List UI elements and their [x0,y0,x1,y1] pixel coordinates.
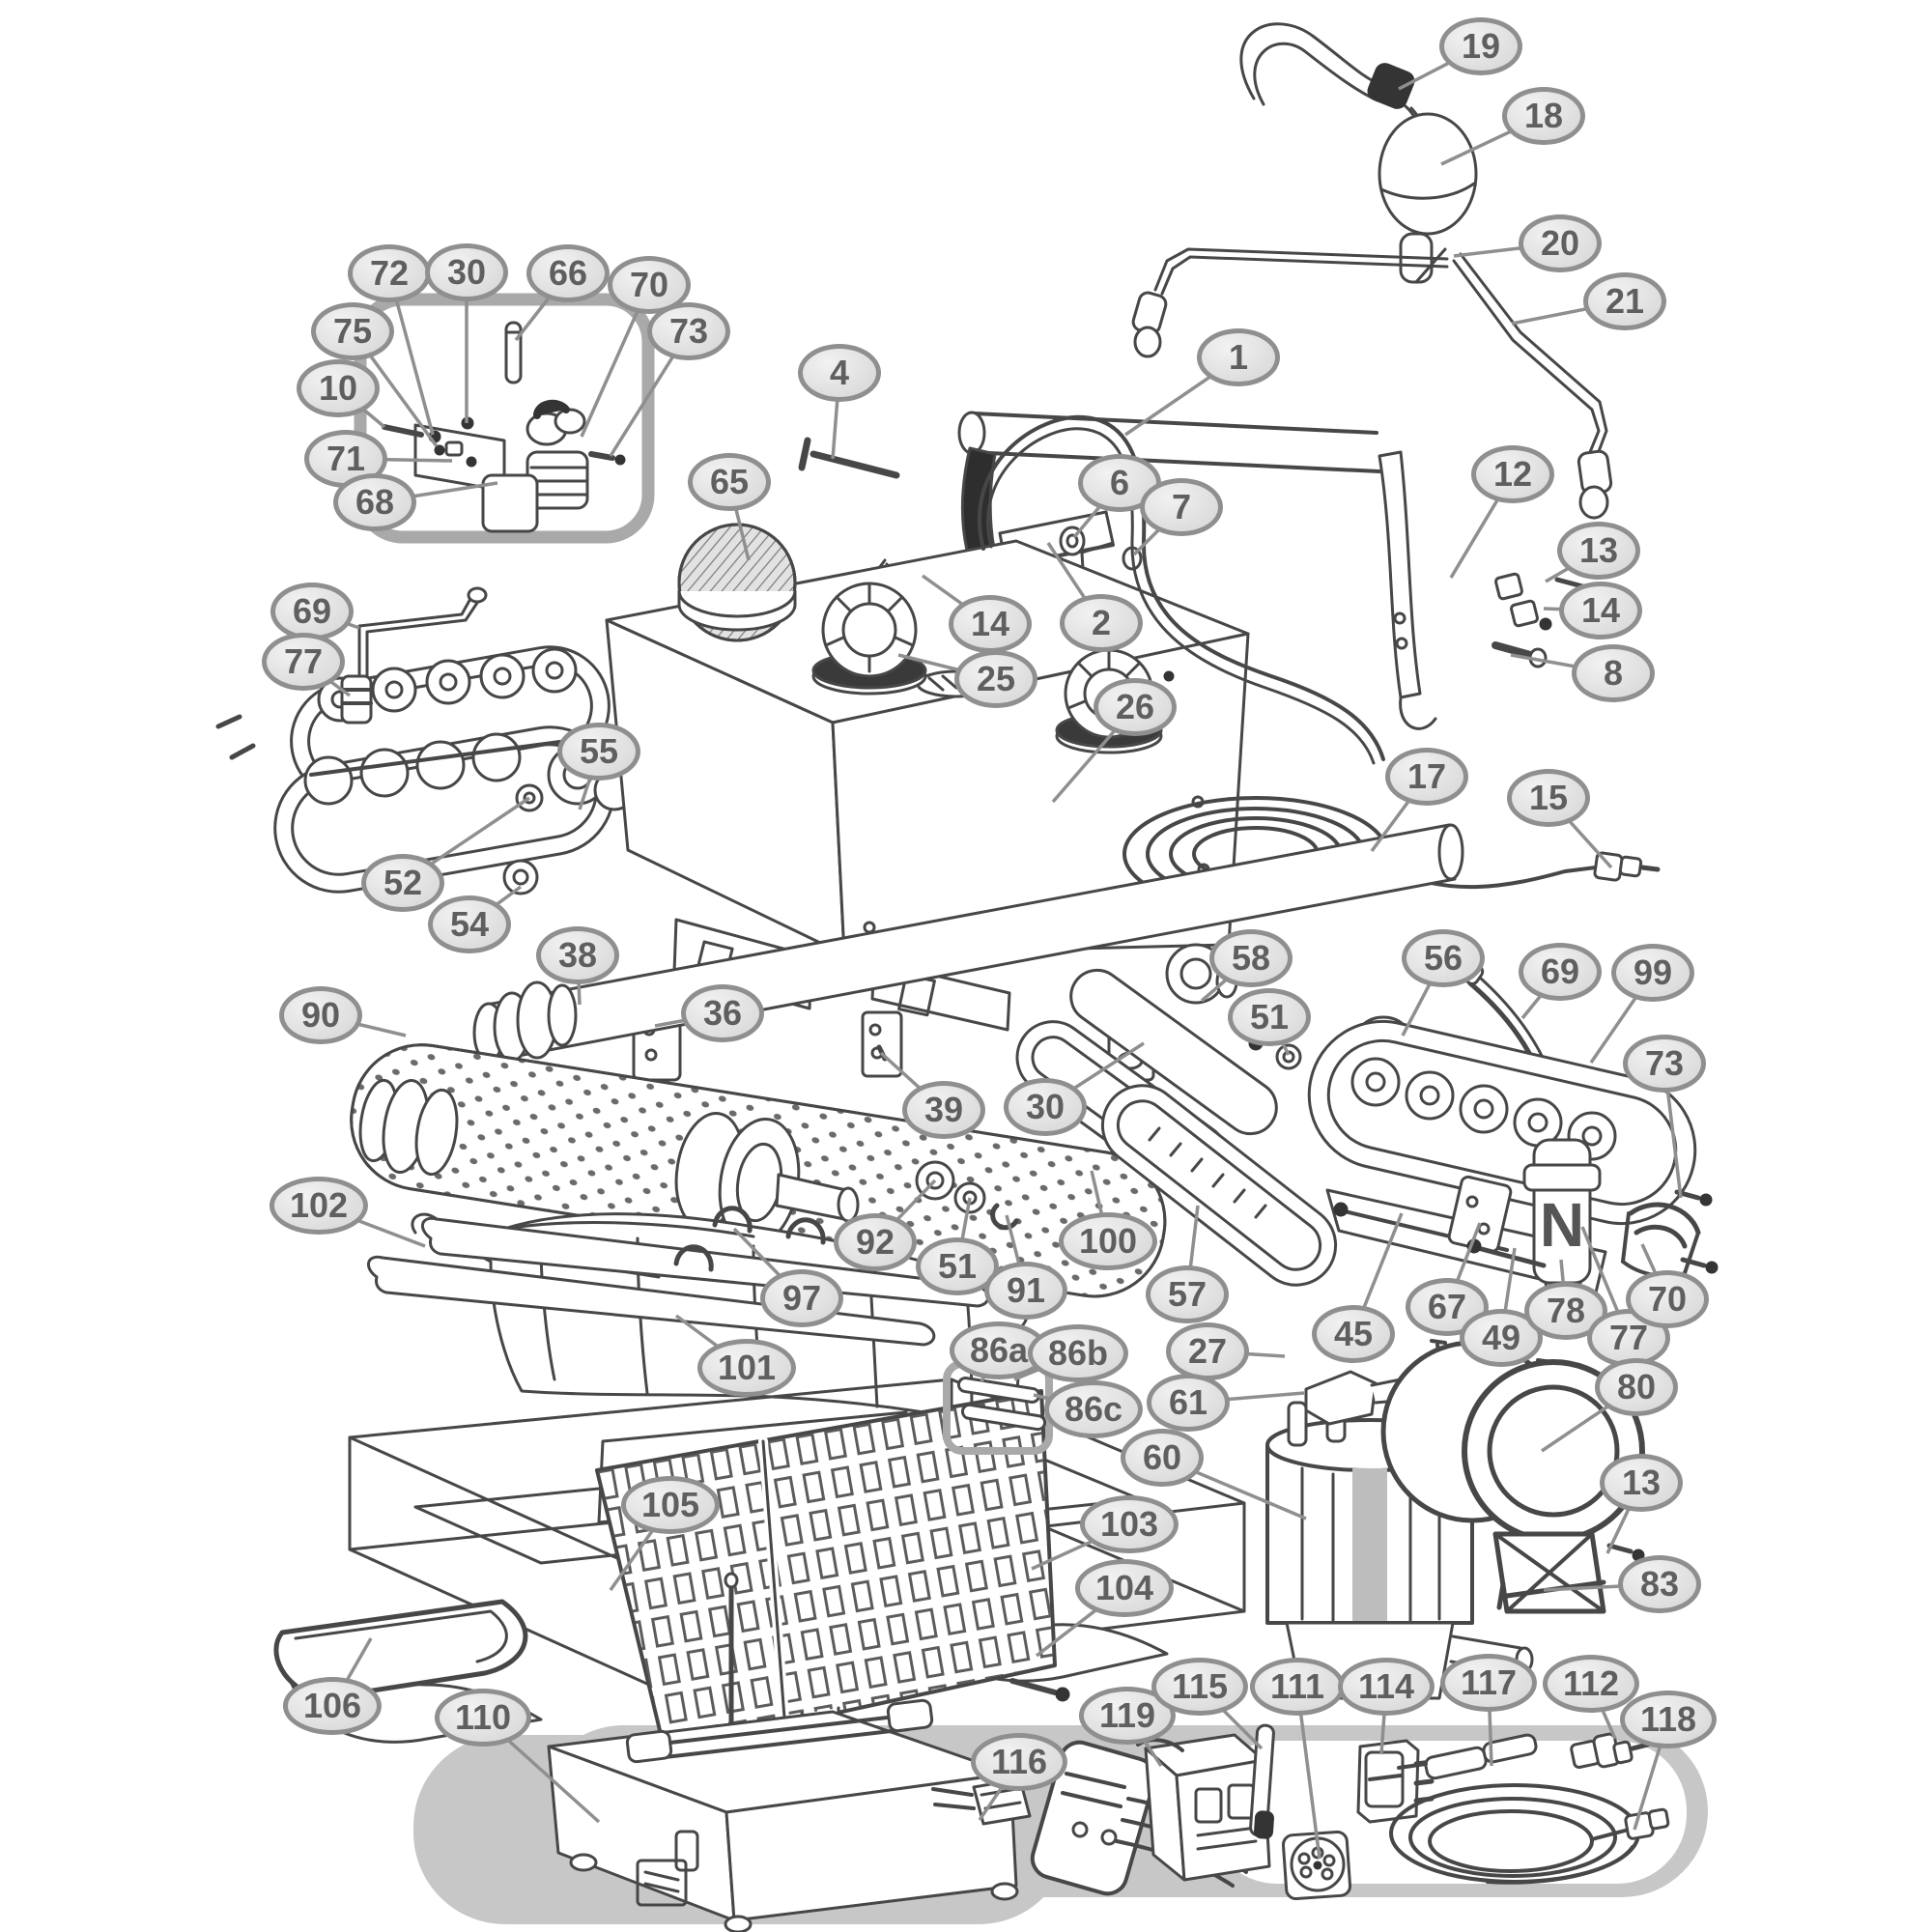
inset-detail-box [354,293,655,544]
leader-line-71 [345,457,453,463]
leader-line-66 [514,271,570,342]
leader-line-69 [1520,970,1562,1020]
leader-line-27 [1207,1350,1286,1358]
leader-line-54 [468,885,523,926]
leader-line-99 [1589,972,1655,1064]
power-supply-box [547,1572,1019,1932]
leader-line-56 [1401,957,1445,1037]
leader-line-7 [1132,505,1183,556]
left-track-assembly [215,586,636,895]
leader-line-15 [1547,796,1613,869]
right-track-assembly: N [1307,954,1719,1308]
leader-line-69 [311,610,360,630]
leader-line-57 [1185,1205,1200,1295]
leader-line-21 [1511,299,1626,326]
charger-unit [1136,1733,1271,1882]
leader-line-14 [1543,607,1602,612]
accessory-panel-items [1249,1723,1670,1901]
float-wheels [1380,1340,1645,1614]
leader-line-4 [831,372,841,460]
leader-line-13 [1545,549,1600,583]
leader-line-61 [1187,1391,1305,1405]
leader-line-20 [1453,242,1561,258]
leader-line-19 [1398,44,1482,91]
scoop [273,1599,528,1701]
leader-line-102 [318,1204,426,1248]
leader-line-68 [374,481,498,504]
leader-line-8 [1510,653,1614,675]
belt-and-arm [1015,968,1440,1287]
leader-line-38 [576,954,582,1006]
leader-line-12 [1449,473,1515,579]
valve-letter: N [1540,1190,1584,1260]
hand-line-float-assembly [1131,22,1613,520]
leader-line-39 [879,1051,946,1112]
leader-line-90 [320,1013,407,1037]
brush-roller [350,1043,1167,1298]
leader-line-70 [580,284,651,438]
